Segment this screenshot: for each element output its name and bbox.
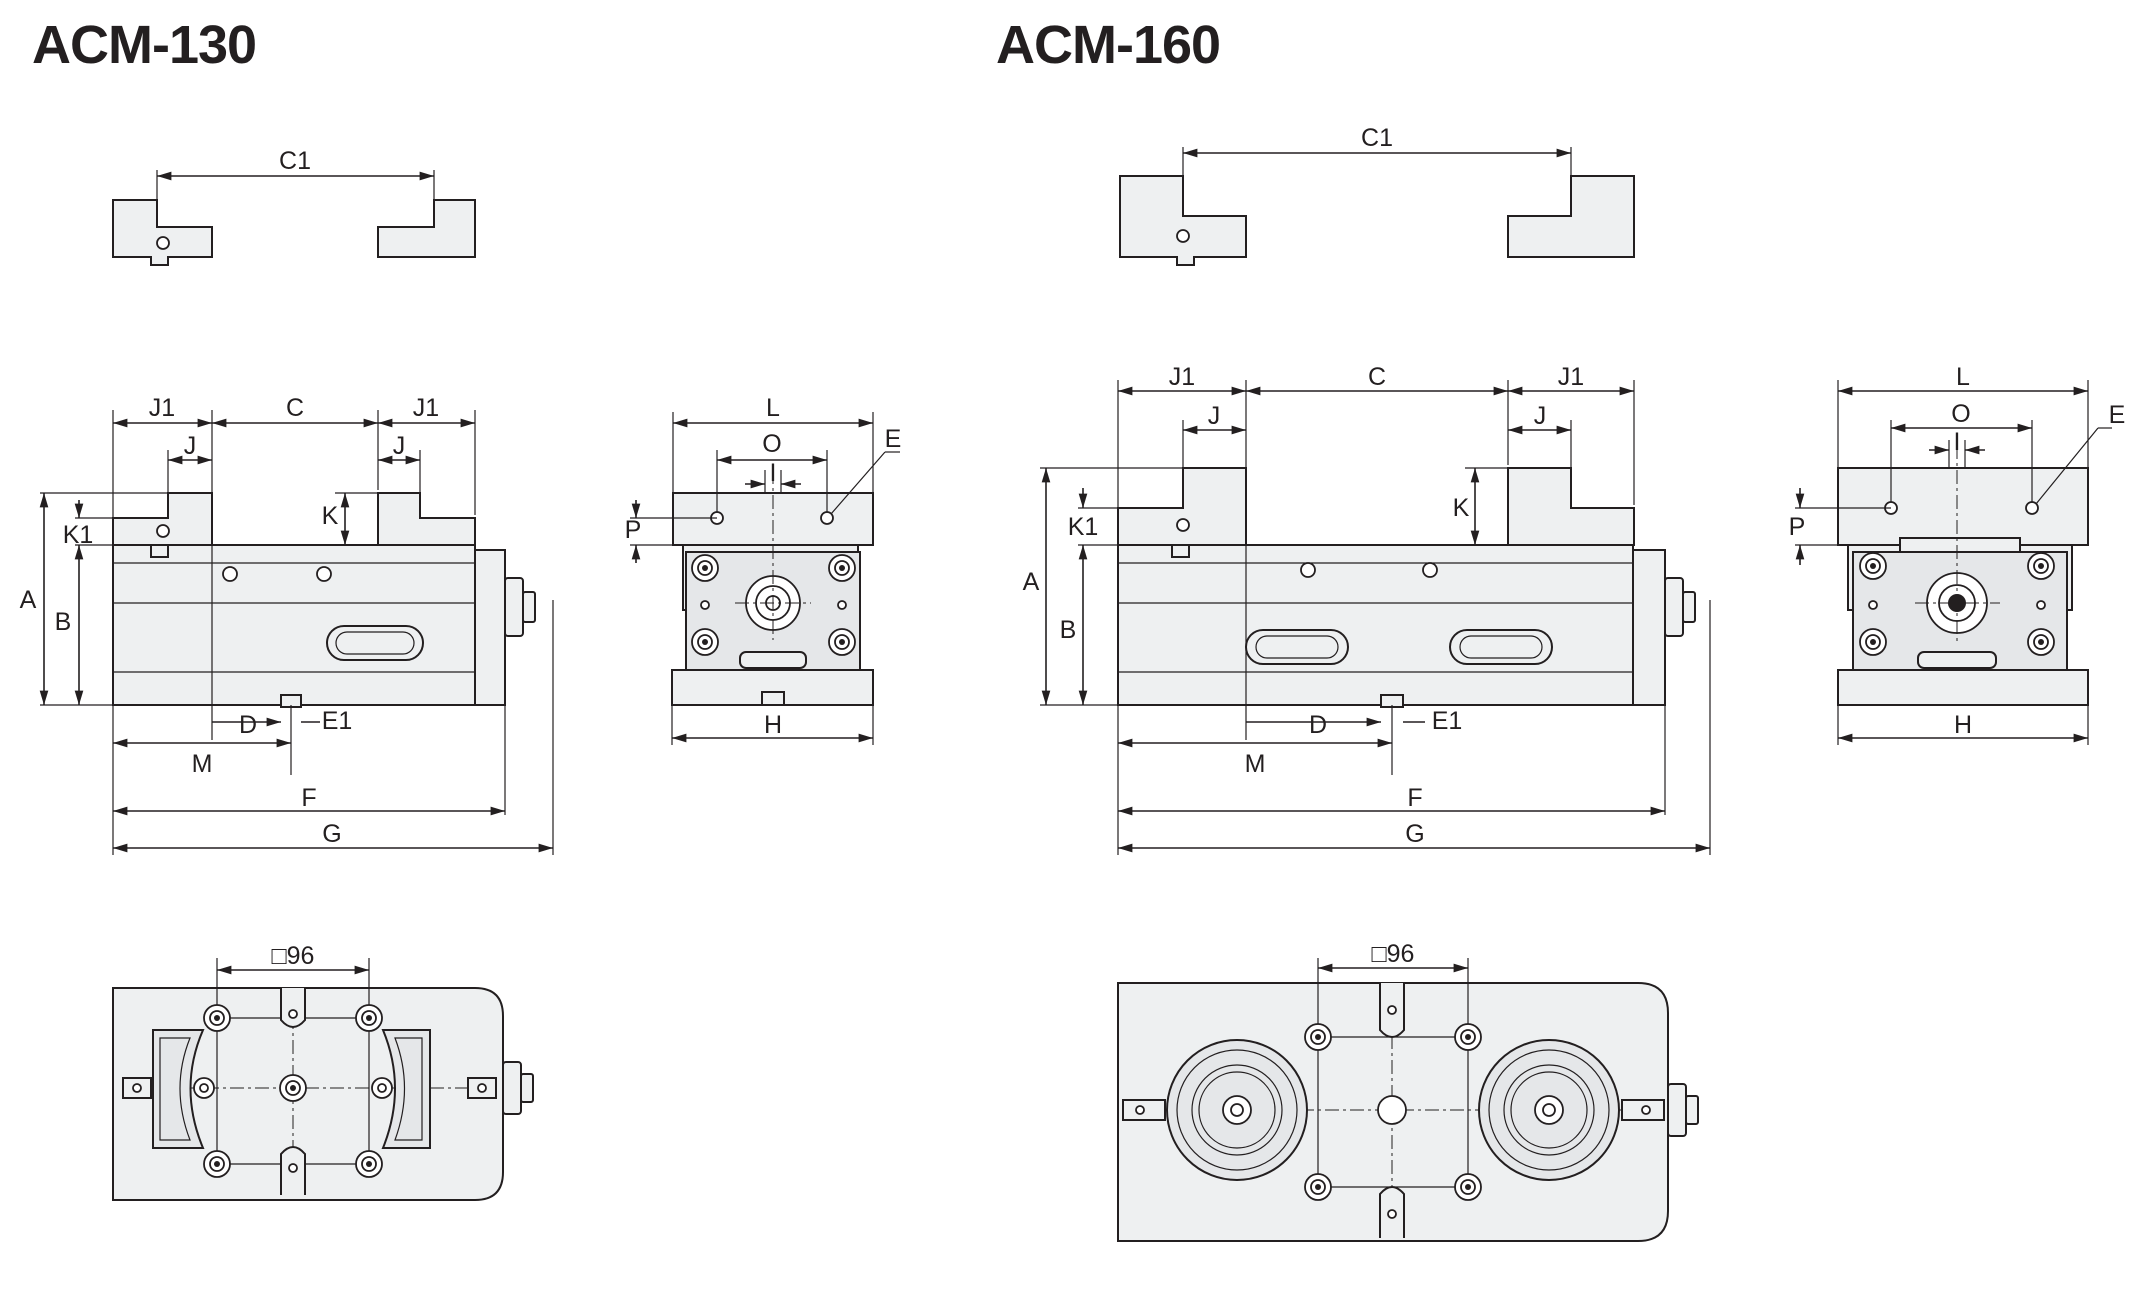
acm160-label-g: G — [1405, 820, 1424, 848]
acm130-front-view: L O I E P H — [625, 394, 902, 745]
acm160-label-b: B — [1060, 616, 1077, 644]
acm130-jaws-top-view: C1 — [112, 147, 476, 266]
acm160-label-c: C — [1368, 363, 1386, 391]
acm160-label-h: H — [1954, 711, 1972, 739]
acm130-label-p: P — [625, 516, 642, 544]
acm130-label-i: I — [770, 459, 777, 487]
acm160-label-j1-right: J1 — [1558, 363, 1584, 391]
acm160-label-p: P — [1789, 513, 1806, 541]
acm160-label-c1: C1 — [1361, 124, 1393, 152]
acm160-label-m: M — [1245, 750, 1266, 778]
acm130-label-j1-left: J1 — [149, 394, 175, 422]
acm160-bottom-view: □96 — [1117, 940, 1699, 1242]
acm160-label-d: D — [1309, 711, 1327, 739]
acm130-label-k1: K1 — [63, 521, 94, 549]
acm160-label-o: O — [1951, 400, 1970, 428]
acm130-label-o: O — [762, 430, 781, 458]
acm130-label-h: H — [764, 711, 782, 739]
acm160-label-l: L — [1956, 363, 1970, 391]
acm130-label-b: B — [55, 608, 72, 636]
acm160-label-e1: E1 — [1432, 707, 1463, 735]
acm130-label-c1: C1 — [279, 147, 311, 175]
acm160-front-view: L O I E P H — [1789, 363, 2126, 745]
acm130-label-f: F — [301, 784, 316, 812]
acm130-label-d: D — [239, 711, 257, 739]
acm160-jaws-top-view: C1 — [1119, 124, 1635, 266]
model-title-acm130: ACM-130 — [32, 15, 257, 75]
acm160-label-j-left: J — [1208, 402, 1221, 430]
acm160-label-bolt-pattern: □96 — [1372, 940, 1415, 968]
acm130-label-e1: E1 — [322, 707, 353, 735]
acm130-label-g: G — [322, 820, 341, 848]
acm130-label-j-right: J — [393, 432, 406, 460]
acm130-label-l: L — [766, 394, 780, 422]
acm130-label-e: E — [885, 425, 902, 453]
acm130-label-k: K — [322, 502, 339, 530]
acm130-label-m: M — [192, 750, 213, 778]
model-title-acm160: ACM-160 — [996, 15, 1221, 75]
acm160-label-f: F — [1407, 784, 1422, 812]
acm160-label-k1: K1 — [1068, 513, 1099, 541]
acm160-label-k: K — [1453, 494, 1470, 522]
acm160-label-j-right: J — [1534, 402, 1547, 430]
acm160-label-e: E — [2109, 401, 2126, 429]
acm130-bottom-view: □96 — [112, 942, 534, 1201]
acm160-side-view: J1 C J1 J J K K1 A B D E1 M F G — [1023, 363, 1711, 855]
acm160-label-j1-left: J1 — [1169, 363, 1195, 391]
acm130-label-j1-right: J1 — [413, 394, 439, 422]
acm160-label-a: A — [1023, 568, 1040, 596]
acm130-label-a: A — [20, 586, 37, 614]
acm130-label-bolt-pattern: □96 — [272, 942, 315, 970]
acm130-label-j-left: J — [184, 432, 197, 460]
acm160-label-i: I — [1954, 428, 1961, 456]
acm130-side-view: J1 C J1 J J K K1 A B D E1 M F G — [20, 394, 554, 855]
acm130-label-c: C — [286, 394, 304, 422]
